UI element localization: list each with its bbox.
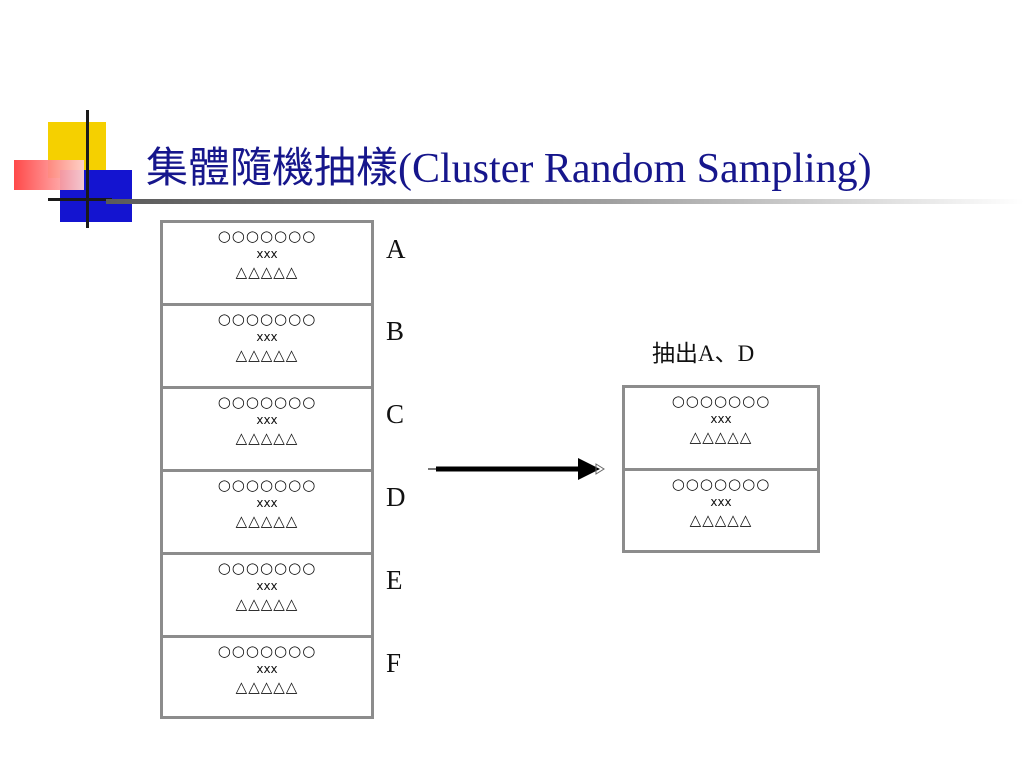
cluster-crosses: xxx (710, 495, 732, 509)
cluster-label-f: F (386, 648, 402, 678)
cluster-crosses: xxx (256, 662, 278, 676)
cluster-label-b: B (386, 316, 405, 346)
cluster-triangles: △△△△△ (235, 263, 299, 281)
selection-label: 抽出A、D (652, 341, 755, 366)
cluster-crosses: xxx (256, 247, 278, 261)
selected-cluster-box-a: ○○○○○○○ xxx △△△△△ (622, 385, 820, 471)
cluster-triangles: △△△△△ (689, 428, 753, 446)
cluster-triangles: △△△△△ (235, 678, 299, 696)
cluster-box-f: ○○○○○○○ xxx △△△△△ (160, 635, 374, 719)
cluster-crosses: xxx (256, 496, 278, 510)
cluster-box-e: ○○○○○○○ xxx △△△△△ (160, 552, 374, 638)
cluster-circles: ○○○○○○○ (217, 310, 317, 328)
cluster-circles: ○○○○○○○ (217, 559, 317, 577)
cluster-box-d: ○○○○○○○ xxx △△△△△ (160, 469, 374, 555)
cluster-circles: ○○○○○○○ (217, 227, 317, 245)
cluster-box-a: ○○○○○○○ xxx △△△△△ (160, 220, 374, 306)
cluster-circles: ○○○○○○○ (671, 392, 771, 410)
cluster-label-d: D (386, 482, 406, 512)
selected-cluster-box-d: ○○○○○○○ xxx △△△△△ (622, 468, 820, 553)
decor-vertical-line (86, 110, 89, 228)
cluster-crosses: xxx (710, 412, 732, 426)
cluster-label-a: A (386, 234, 406, 264)
cluster-triangles: △△△△△ (235, 512, 299, 530)
cluster-label-c: C (386, 399, 405, 429)
slide-title: 集體隨機抽樣(Cluster Random Sampling) (146, 134, 872, 195)
cluster-circles: ○○○○○○○ (217, 393, 317, 411)
cluster-box-b: ○○○○○○○ xxx △△△△△ (160, 303, 374, 389)
cluster-triangles: △△△△△ (689, 511, 753, 529)
cluster-triangles: △△△△△ (235, 595, 299, 613)
cluster-label-e: E (386, 565, 403, 595)
cluster-triangles: △△△△△ (235, 346, 299, 364)
arrow-icon (428, 458, 605, 480)
decor-horizontal-line (48, 198, 112, 201)
title-english: (Cluster Random Sampling) (398, 146, 872, 192)
cluster-circles: ○○○○○○○ (217, 476, 317, 494)
cluster-circles: ○○○○○○○ (671, 475, 771, 493)
cluster-box-c: ○○○○○○○ xxx △△△△△ (160, 386, 374, 472)
title-chinese: 集體隨機抽樣 (146, 146, 399, 192)
cluster-crosses: xxx (256, 413, 278, 427)
decor-red-bar (14, 160, 84, 190)
cluster-crosses: xxx (256, 330, 278, 344)
cluster-circles: ○○○○○○○ (217, 642, 317, 660)
cluster-triangles: △△△△△ (235, 429, 299, 447)
title-underline (106, 199, 1024, 204)
cluster-crosses: xxx (256, 579, 278, 593)
